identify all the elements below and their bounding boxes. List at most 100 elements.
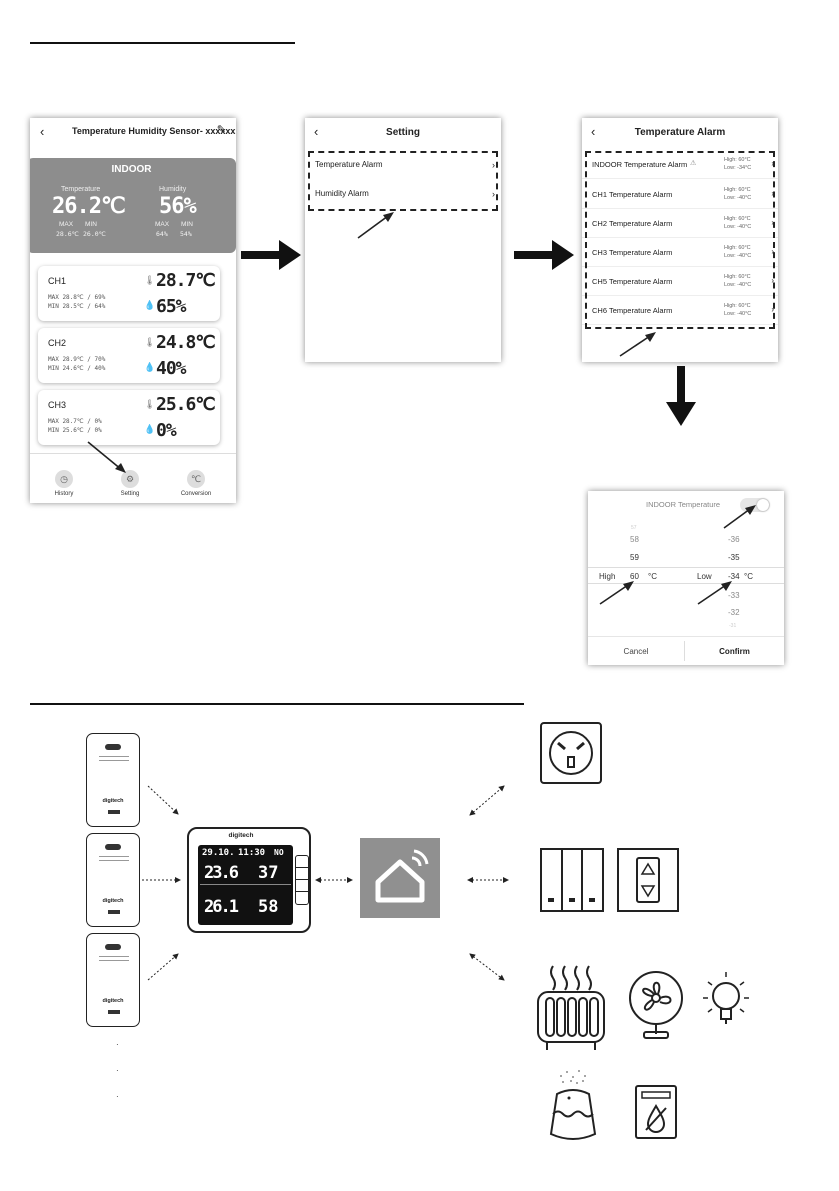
bullet: · <box>116 1092 119 1101</box>
sensor-label-lines <box>99 956 129 961</box>
channel-humidity: 0% <box>156 420 177 441</box>
droplet-icon: 💧 <box>144 424 156 434</box>
sensor-unit-2: digitech <box>86 833 140 927</box>
pointer-arrow-icon <box>599 581 634 605</box>
picker-low-unit: °C <box>744 572 753 581</box>
heater-icon <box>537 965 605 1050</box>
channel-name: CH3 <box>48 400 67 410</box>
chevron-right-icon: › <box>771 305 774 314</box>
picker-low-option[interactable]: -31 <box>729 623 737 629</box>
side-button[interactable] <box>296 868 308 880</box>
picker-low-option[interactable]: -36 <box>728 535 740 544</box>
indoor-temp-value: 26.2℃ <box>52 194 126 219</box>
setting-item-humidity-alarm[interactable]: Humidity Alarm › <box>305 189 501 199</box>
main-device-screen: ‹ Temperature Humidity Sensor- xxxxxx ✎ … <box>30 118 236 503</box>
sensor-button <box>108 810 120 814</box>
highlight-box <box>585 151 775 329</box>
lcd-divider <box>200 884 291 885</box>
channel-card-ch1[interactable]: CH1 MAX 28.8℃ / 69% MIN 28.5℃ / 64% 🌡 28… <box>38 266 220 321</box>
history-icon: ◷ <box>55 470 73 488</box>
side-button[interactable] <box>296 880 308 892</box>
sensor-label-lines <box>99 856 129 861</box>
nav-history[interactable]: ◷ History <box>34 470 94 497</box>
station-side-buttons[interactable] <box>295 855 309 905</box>
conversion-icon: ℃ <box>187 470 205 488</box>
channel-humidity: 65% <box>156 296 186 317</box>
edit-icon[interactable]: ✎ <box>216 124 226 136</box>
device-title: Temperature Humidity Sensor- xxxxxx <box>72 126 236 136</box>
back-icon[interactable]: ‹ <box>40 124 45 139</box>
nav-setting-label: Setting <box>120 491 140 497</box>
pointer-arrow-icon <box>619 332 656 357</box>
sensor-slot <box>105 844 121 850</box>
pointer-arrow-icon <box>697 581 732 605</box>
picker-high-label: High <box>599 572 616 581</box>
sensor-button <box>108 910 120 914</box>
nav-setting[interactable]: ⚙ Setting <box>100 470 160 497</box>
gear-icon: ⚙ <box>121 470 139 488</box>
alarm-row-label: CH1 Temperature Alarm <box>592 190 673 199</box>
lcd-status: NO <box>274 848 284 857</box>
lcd-indoor-temp: 23.6 <box>204 863 239 883</box>
picker-high-option[interactable]: 57 <box>631 525 637 531</box>
channel-name: CH1 <box>48 276 67 286</box>
picker-low-selected[interactable]: -34 <box>728 572 740 581</box>
indoor-hum-max-label: MAX <box>155 221 170 228</box>
power-outlet-icon <box>540 722 602 784</box>
picker-high-selected[interactable]: 60 <box>630 572 639 581</box>
indoor-max-label: MAX <box>59 221 74 228</box>
smart-home-icon <box>375 849 429 903</box>
side-button[interactable] <box>296 856 308 868</box>
main-header: ‹ Temperature Humidity Sensor- xxxxxx ✎ <box>30 118 236 146</box>
station-brand: digitech <box>228 832 254 839</box>
channel-max: MAX 28.7℃ / 0% <box>48 418 102 425</box>
bullet: · <box>116 1040 119 1049</box>
picker-high-option[interactable]: 58 <box>630 535 639 544</box>
picker-low-option[interactable]: -32 <box>728 608 740 617</box>
channel-humidity: 40% <box>156 358 186 379</box>
sensor-brand: digitech <box>102 798 124 804</box>
sensor-slot <box>105 944 121 950</box>
nav-conversion[interactable]: ℃ Conversion <box>166 470 226 497</box>
indoor-temp-max: 28.6℃ <box>56 230 79 238</box>
confirm-button[interactable]: Confirm <box>719 647 750 656</box>
picker-low-option[interactable]: -33 <box>728 591 740 600</box>
humidifier-icon <box>549 1070 597 1140</box>
picker-low-option[interactable]: -35 <box>728 553 740 562</box>
blind-controller-icon <box>617 848 679 912</box>
sensor-slot <box>105 744 121 750</box>
channel-max: MAX 28.8℃ / 69% <box>48 294 106 301</box>
alarm-row-label: CH5 Temperature Alarm <box>592 277 673 286</box>
bullet: · <box>116 1066 119 1075</box>
setting-item-temperature-alarm[interactable]: Temperature Alarm › <box>305 160 501 170</box>
picker-high-option[interactable]: 59 <box>630 553 639 562</box>
pointer-arrow-icon <box>357 212 394 239</box>
back-icon[interactable]: ‹ <box>314 124 319 139</box>
sensor-unit-1: digitech <box>86 733 140 827</box>
indoor-label: INDOOR <box>111 164 152 175</box>
flow-arrow-right-icon <box>514 240 574 270</box>
droplet-icon: 💧 <box>144 300 156 310</box>
channel-max: MAX 28.9℃ / 70% <box>48 356 106 363</box>
indoor-hum-max: 64% <box>156 230 168 238</box>
nav-conversion-label: Conversion <box>180 491 212 497</box>
temperature-label: Temperature <box>61 186 101 193</box>
indoor-humidity-value: 56% <box>159 194 197 219</box>
channel-card-ch3[interactable]: CH3 MAX 28.7℃ / 0% MIN 25.6℃ / 0% 🌡 25.6… <box>38 390 220 445</box>
cancel-button[interactable]: Cancel <box>623 647 649 656</box>
thermometer-icon: 🌡 <box>144 337 156 347</box>
sensor-unit-3: digitech <box>86 933 140 1027</box>
channel-card-ch2[interactable]: CH2 MAX 28.9℃ / 70% MIN 24.6℃ / 40% 🌡 24… <box>38 328 220 383</box>
setting-screen: ‹ Setting Temperature Alarm › Humidity A… <box>305 118 501 362</box>
alarm-row-label: CH6 Temperature Alarm <box>592 306 673 315</box>
lcd-time: 11:30 <box>238 848 266 858</box>
back-icon[interactable]: ‹ <box>591 124 596 139</box>
